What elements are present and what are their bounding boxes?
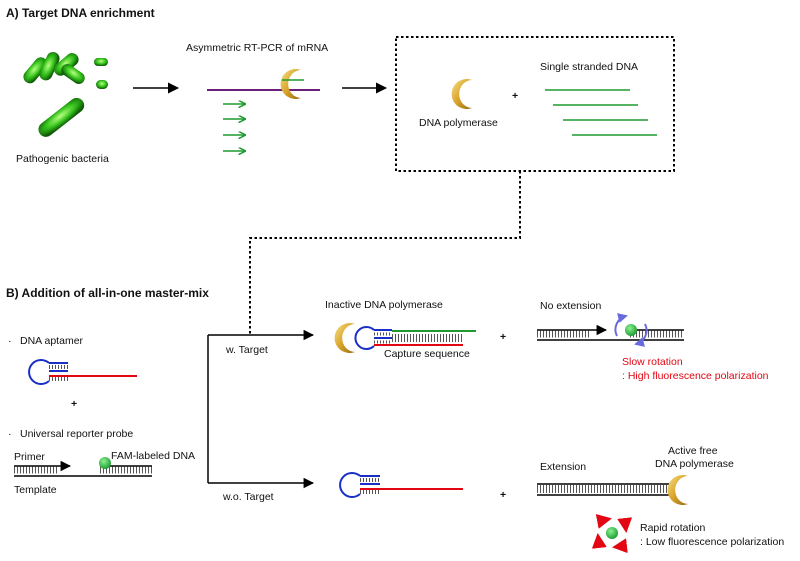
dna-aptamer-icon: [28, 359, 137, 385]
inactive-polymerase-label: Inactive DNA polymerase: [325, 299, 443, 311]
free-aptamer: [339, 472, 463, 498]
dna-aptamer-label: DNA aptamer: [20, 335, 84, 347]
plus-sign-c: +: [500, 331, 506, 343]
plus-sign-d: +: [500, 489, 506, 501]
rapid-rotation-icon: [591, 514, 633, 554]
reporter-probe-label: Universal reporter probe: [20, 428, 133, 440]
low-fp-label: : Low fluorescence polarization: [640, 536, 784, 548]
slow-rotation-arrow-icon: [614, 313, 628, 337]
rapid-rotation-label: Rapid rotation: [640, 522, 706, 534]
section-b-title: B) Addition of all-in-one master-mix: [6, 286, 209, 300]
fam-dye-slow-icon: [625, 324, 637, 336]
bullet-1: ·: [8, 335, 12, 347]
template-label: Template: [14, 484, 57, 496]
extended-duplex: [537, 475, 688, 505]
active-free-label-1: Active free: [668, 445, 718, 457]
rtpcr-label: Asymmetric RT-PCR of mRNA: [186, 42, 328, 54]
capture-sequence-label: Capture sequence: [384, 348, 470, 360]
ssdna-label: Single stranded DNA: [540, 61, 638, 73]
fam-labeled-dna-label: FAM-labeled DNA: [111, 450, 195, 462]
with-target-label: w. Target: [225, 344, 268, 356]
ssdna-strands: [545, 89, 657, 136]
plus-sign-a: +: [512, 90, 518, 102]
slow-rotation-label: Slow rotation: [622, 356, 683, 368]
extension-label: Extension: [540, 461, 586, 473]
reporter-probe-icon: [14, 457, 152, 477]
no-extension-label: No extension: [540, 300, 601, 312]
branch-arrows: [207, 329, 315, 489]
dna-polymerase-icon: [451, 79, 472, 109]
fam-dye-icon: [99, 457, 111, 469]
bacteria-label: Pathogenic bacteria: [16, 153, 109, 165]
without-target-label: w.o. Target: [222, 491, 274, 503]
bullet-2: ·: [8, 428, 12, 440]
rtpcr-polymerase-icon: [280, 69, 301, 99]
connector-dotted-path: [249, 171, 521, 335]
active-free-label-2: DNA polymerase: [655, 458, 734, 470]
inactive-polymerase-complex: [334, 323, 476, 353]
high-fp-label: : High fluorescence polarization: [622, 370, 769, 382]
enrichment-product-box: [395, 36, 675, 172]
dna-polymerase-label: DNA polymerase: [419, 117, 498, 129]
ssdna-products-arrows: [223, 104, 245, 151]
section-a-title: A) Target DNA enrichment: [6, 6, 155, 20]
no-extension-probe: [537, 313, 684, 347]
active-polymerase-icon: [667, 475, 688, 505]
plus-sign-b: +: [71, 398, 77, 410]
bacteria-icon: [23, 52, 108, 137]
slow-rotation-arrow-icon-2: [634, 323, 648, 347]
primer-label: Primer: [14, 451, 45, 463]
